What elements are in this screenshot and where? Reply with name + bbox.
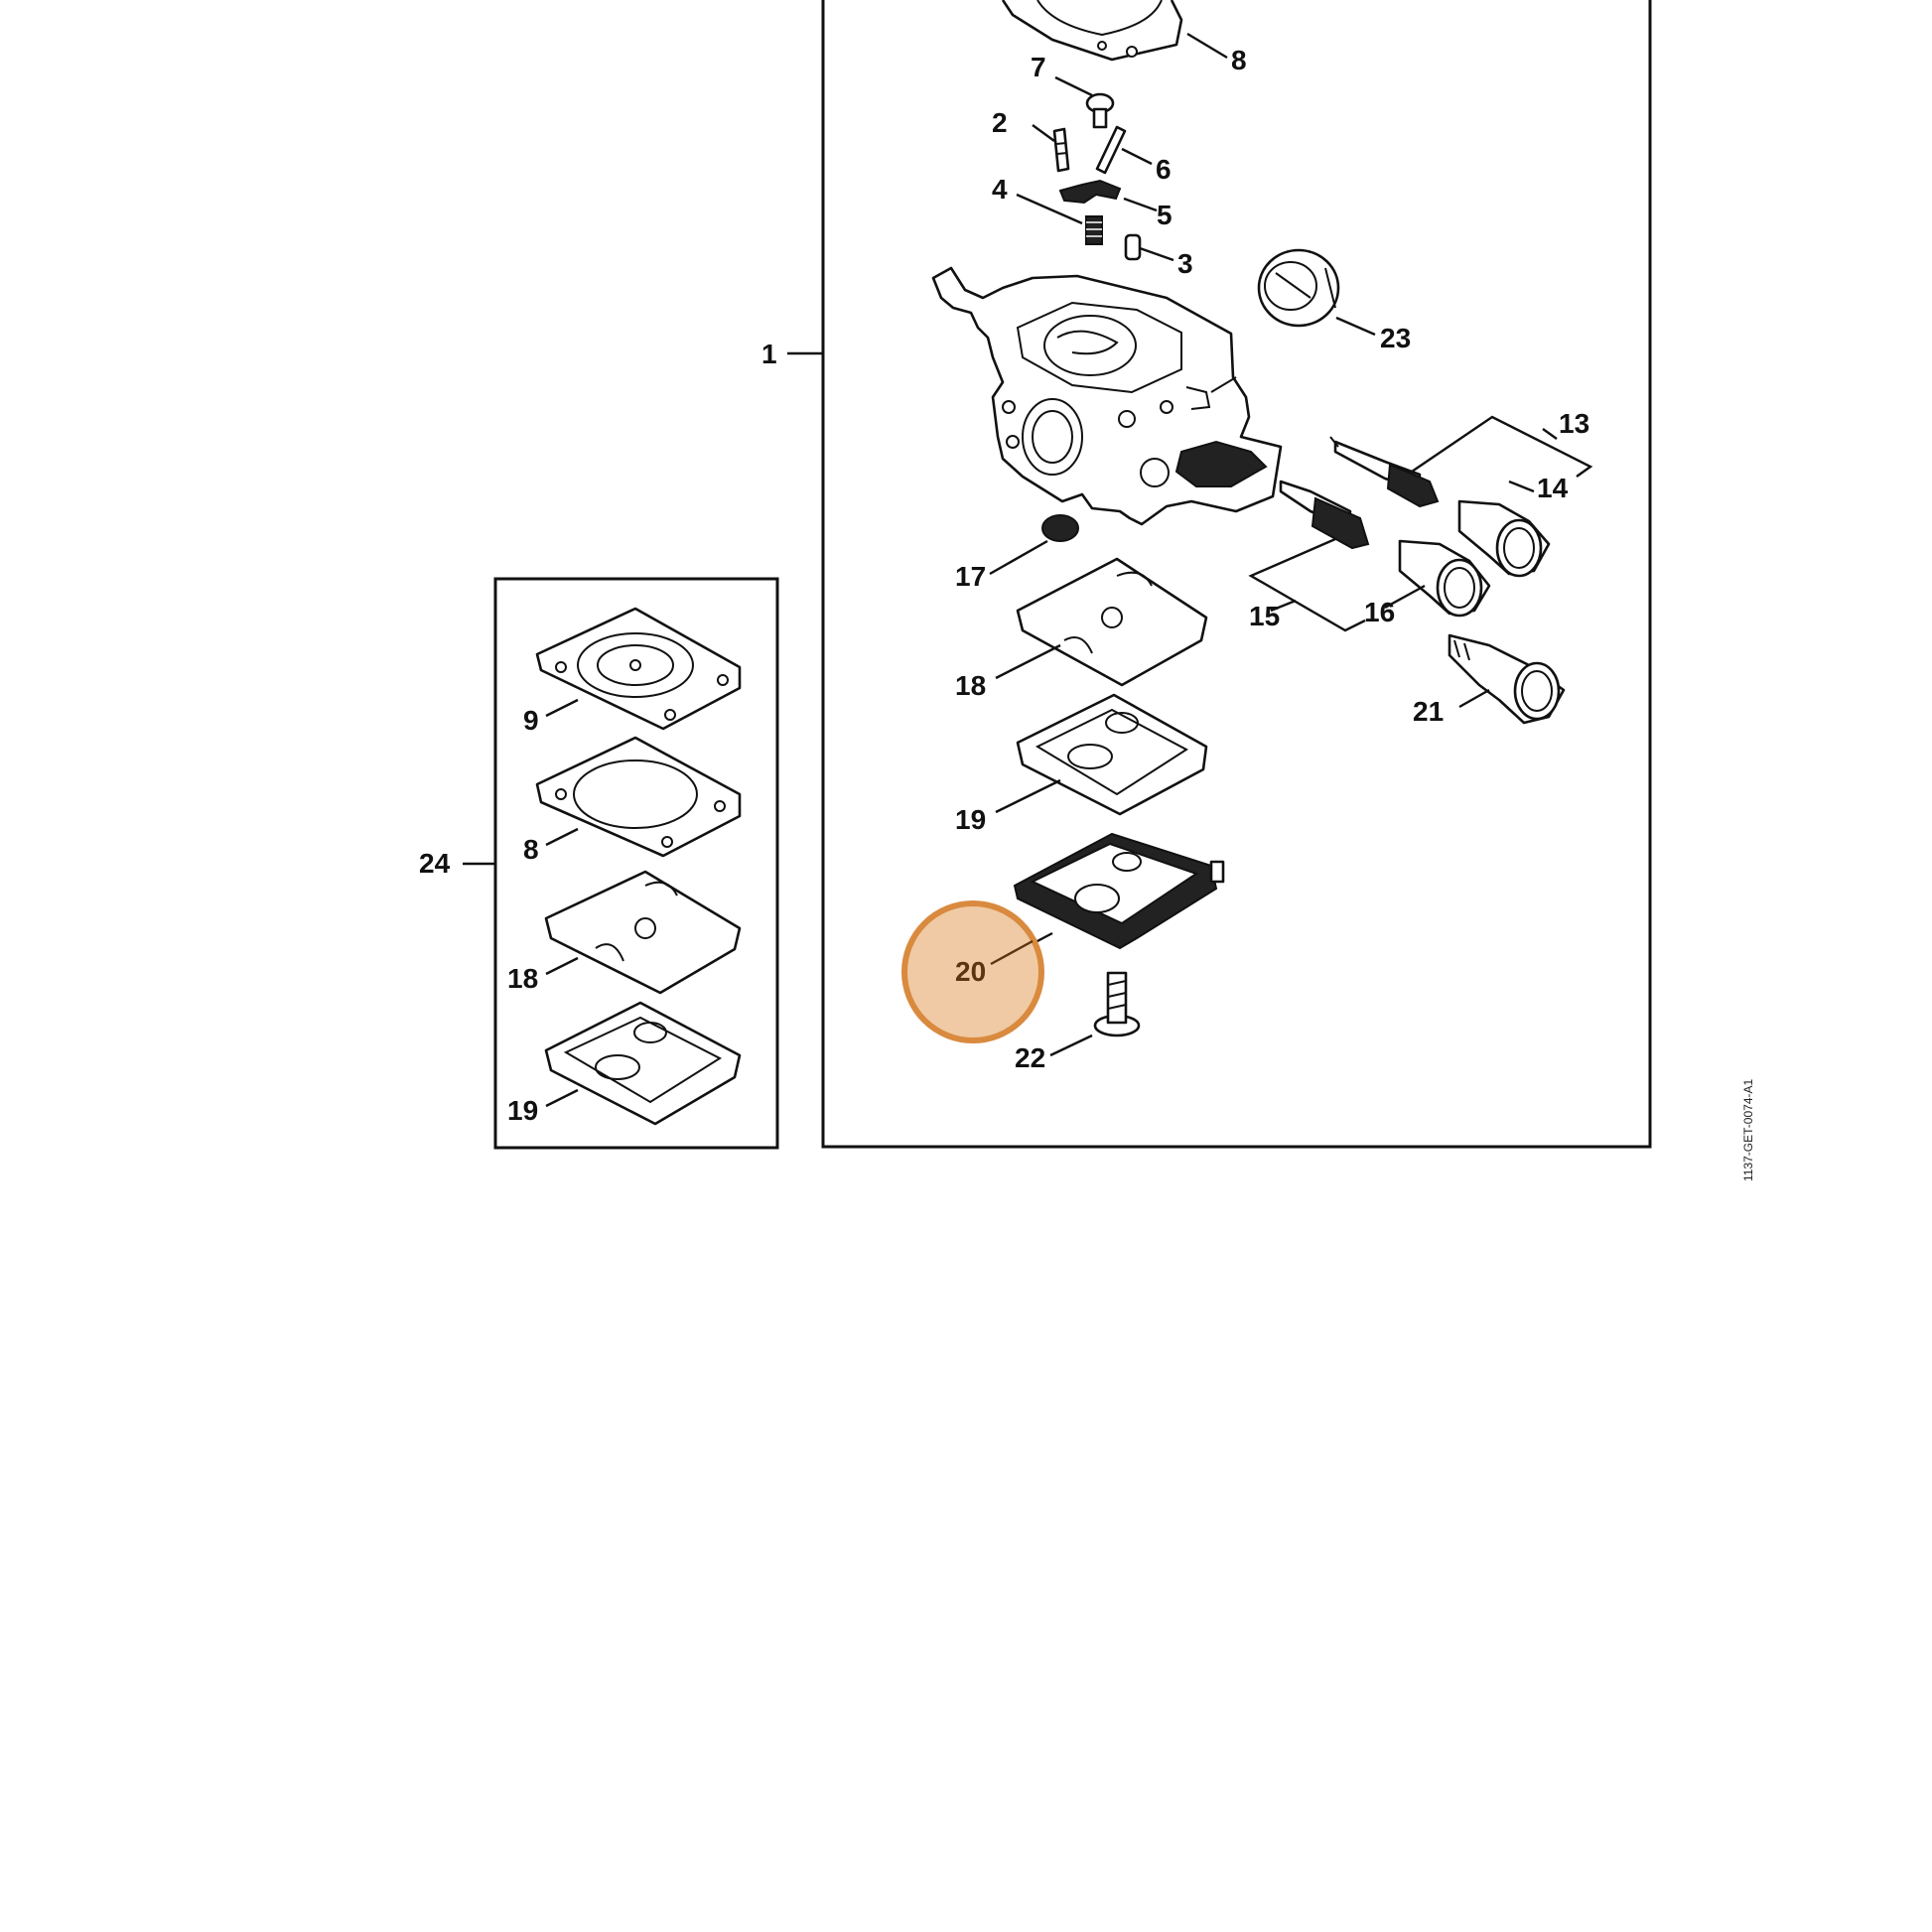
- inlet-needle-icon: [1052, 127, 1070, 173]
- gasket-icon: [535, 736, 742, 858]
- callout-19-kit[interactable]: 19: [507, 1095, 538, 1126]
- callout-8[interactable]: 8: [1231, 45, 1247, 75]
- main-assembly-frame: [821, 0, 1652, 1149]
- callout-5[interactable]: 5: [1157, 200, 1173, 230]
- callout-15[interactable]: 15: [1249, 601, 1280, 631]
- gasket-icon: [1001, 0, 1183, 62]
- diaphragm-icon: [535, 607, 742, 731]
- adjusting-screw-icon: [1448, 633, 1566, 725]
- callout-18[interactable]: 18: [955, 670, 986, 701]
- carburetor-body-icon: [931, 266, 1283, 526]
- gasket-icon: [1016, 693, 1208, 816]
- callout-4[interactable]: 4: [992, 174, 1008, 205]
- needle-valve-icon: [1329, 436, 1440, 508]
- callout-20[interactable]: 20: [955, 956, 986, 987]
- drawing-code: 1137-GET-0074-A1: [1741, 1079, 1755, 1181]
- diaphragm-icon: [1016, 557, 1208, 687]
- callout-labels: 1 2 3 4 5 6 7 8 13 14 15 16 17 18 19 20 …: [419, 45, 1589, 1126]
- callout-14[interactable]: 14: [1537, 473, 1569, 503]
- leader-lines: [545, 32, 1593, 1108]
- spring-icon: [1085, 215, 1103, 245]
- callout-22[interactable]: 22: [1015, 1042, 1045, 1073]
- callout-17[interactable]: 17: [955, 561, 986, 592]
- spindle-icon: [1124, 233, 1142, 261]
- cap-icon: [1257, 248, 1340, 328]
- callout-7[interactable]: 7: [1031, 52, 1046, 82]
- highlight-marker[interactable]: [901, 900, 1044, 1043]
- gasket-icon: [544, 1001, 742, 1126]
- limiter-cap-icon: [1457, 499, 1551, 578]
- pin-icon: [1095, 125, 1127, 175]
- limiter-cap-icon: [1398, 539, 1491, 618]
- callout-3[interactable]: 3: [1177, 248, 1193, 279]
- callout-2[interactable]: 2: [992, 107, 1008, 138]
- callout-13[interactable]: 13: [1559, 408, 1589, 439]
- callout-1[interactable]: 1: [761, 339, 777, 369]
- callout-24[interactable]: 24: [419, 848, 451, 879]
- callout-9-kit[interactable]: 9: [523, 705, 539, 736]
- callout-6[interactable]: 6: [1156, 154, 1172, 185]
- fuel-filter-icon: [1041, 514, 1079, 542]
- callout-19[interactable]: 19: [955, 804, 986, 835]
- callout-8-kit[interactable]: 8: [523, 834, 539, 865]
- pump-cover-icon: [1013, 832, 1225, 950]
- callout-18-kit[interactable]: 18: [507, 963, 538, 994]
- diaphragm-icon: [544, 870, 742, 995]
- callout-16[interactable]: 16: [1364, 597, 1395, 627]
- bracket-lines: [463, 351, 823, 866]
- callout-21[interactable]: 21: [1413, 696, 1444, 727]
- control-lever-icon: [1058, 179, 1122, 205]
- callout-23[interactable]: 23: [1380, 323, 1411, 353]
- needle-valve-icon: [1279, 480, 1370, 550]
- screw-icon: [1093, 971, 1141, 1037]
- screw-icon: [1085, 92, 1115, 129]
